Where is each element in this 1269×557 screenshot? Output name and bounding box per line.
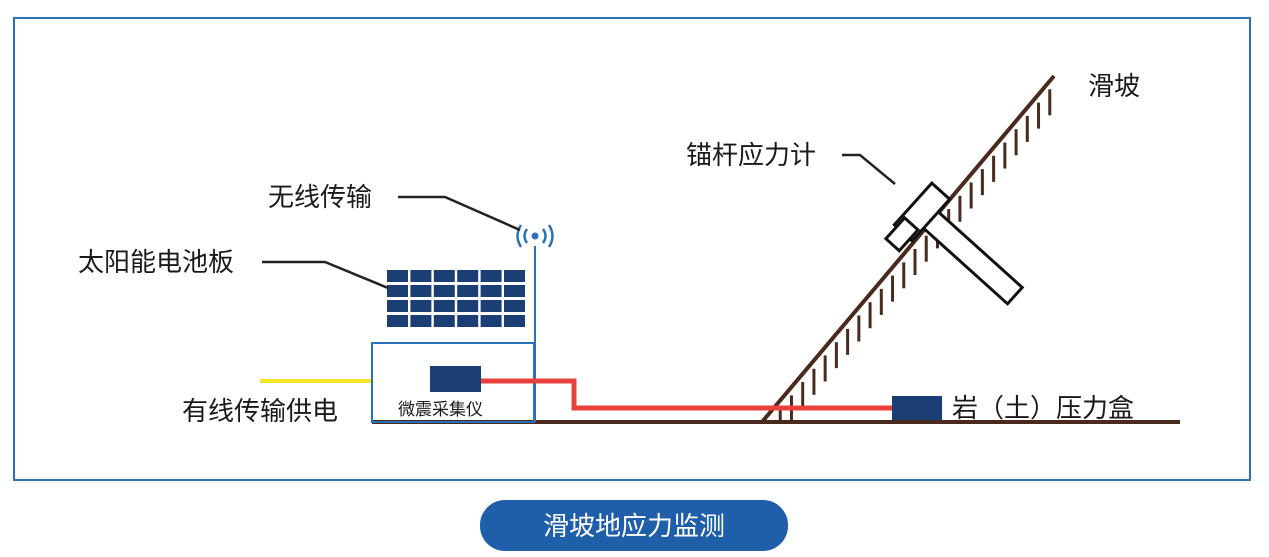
solar-cell [480, 300, 502, 312]
slope-hatching [778, 89, 1052, 420]
solar-cell [410, 315, 432, 327]
solar-cell [480, 285, 502, 297]
solar-cell [410, 300, 432, 312]
solar-cell [457, 285, 479, 297]
solar-cell [457, 270, 479, 282]
solar-cell [410, 270, 432, 282]
landslide-label: 滑坡 [1088, 72, 1140, 102]
leader-solar [262, 260, 389, 290]
solar-cell [457, 300, 479, 312]
leader-wireless [398, 195, 521, 232]
solar-cell [410, 285, 432, 297]
solar-cell [387, 315, 408, 327]
anchor-gauge-head [883, 215, 921, 253]
wireless-signal-icon [516, 224, 554, 248]
seismic-collector-label: 微震采集仪 [398, 400, 483, 420]
wired-power-label: 有线传输供电 [182, 397, 338, 427]
diagram-frame [13, 17, 1251, 481]
solar-panel [387, 270, 525, 327]
seismic-collector-device [430, 366, 481, 392]
solar-cell [433, 285, 455, 297]
solar-cell [504, 300, 525, 312]
solar-cell [480, 315, 502, 327]
leader-lines [262, 153, 896, 290]
solar-panel-label: 太阳能电池板 [78, 248, 234, 278]
anchor-gauge-label: 锚杆应力计 [686, 141, 816, 171]
solar-cell [433, 315, 455, 327]
solar-cell [433, 300, 455, 312]
solar-cell [433, 270, 455, 282]
solar-cell [480, 270, 502, 282]
solar-cell [504, 285, 525, 297]
pressure-box-label: 岩（土）压力盒 [952, 394, 1134, 424]
solar-cell [387, 300, 408, 312]
solar-cell [387, 285, 408, 297]
solar-cell [457, 315, 479, 327]
caption-pill [480, 500, 788, 551]
solar-cell [387, 270, 408, 282]
anchor-rod-gauge [883, 181, 1025, 306]
solar-cell [504, 270, 525, 282]
slope-surface [760, 74, 1056, 424]
pressure-box-device [892, 396, 942, 420]
caption-text: 滑坡地应力监测 [543, 512, 725, 542]
leader-anchor [842, 153, 896, 185]
signal-cable [480, 378, 894, 411]
solar-cell [504, 315, 525, 327]
wireless-label: 无线传输 [268, 183, 372, 213]
